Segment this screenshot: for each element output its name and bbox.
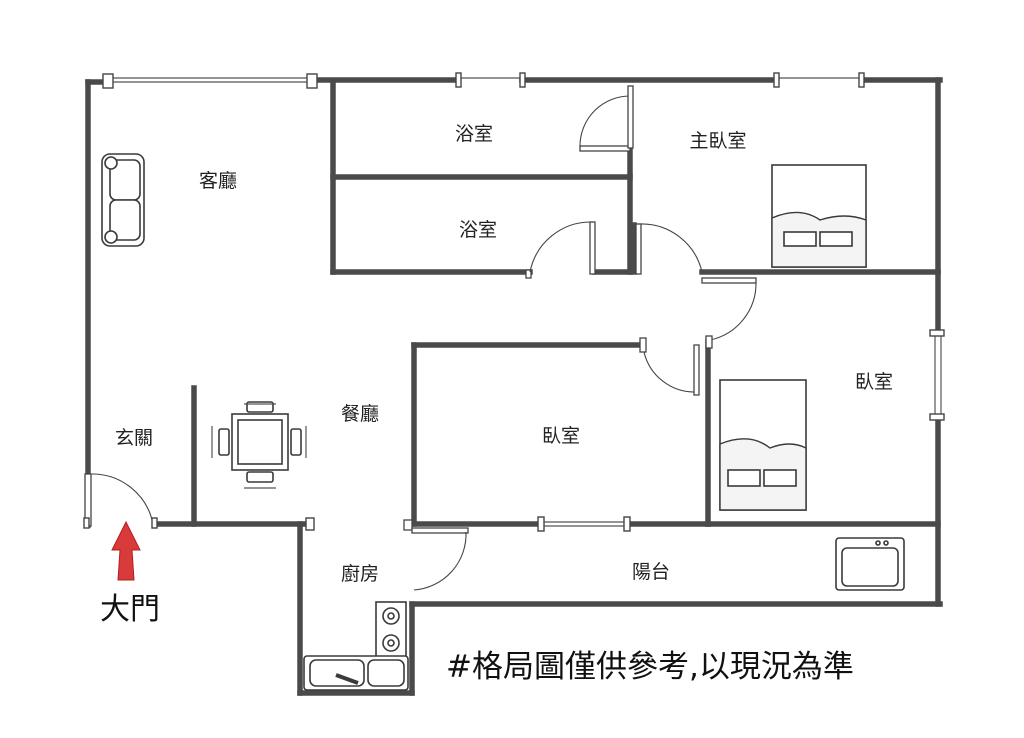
- door-leaf: [411, 527, 469, 534]
- door-leaf: [627, 85, 634, 149]
- window-post: [537, 516, 545, 532]
- door-swing-arc: [639, 223, 703, 273]
- sofa-icon: [101, 153, 145, 247]
- room-label-bedroom: 臥室: [855, 371, 893, 393]
- room-label-bedroom: 臥室: [542, 425, 580, 447]
- window-post: [623, 516, 631, 532]
- door-swing-arc: [579, 95, 631, 147]
- room-label-bathroom: 浴室: [455, 123, 493, 145]
- stove-icon: [375, 601, 407, 659]
- wall-post: [83, 517, 90, 529]
- bed-icon: [771, 164, 867, 268]
- window-post: [306, 73, 318, 89]
- door-leaf: [403, 519, 413, 531]
- window-post: [102, 73, 114, 89]
- window-post: [773, 72, 780, 88]
- door-leaf: [635, 223, 642, 275]
- window-post: [455, 72, 462, 88]
- kitchen-sink-icon: [303, 655, 409, 691]
- door-swing-arc: [709, 281, 757, 341]
- main-entrance-arrow-icon: [111, 520, 141, 581]
- door-leaf: [589, 221, 596, 275]
- door-swing-arc: [90, 473, 154, 525]
- main-door-label: 大門: [100, 592, 160, 627]
- bed-icon: [719, 379, 807, 511]
- door-leaf: [693, 344, 700, 396]
- door-swing-arc: [529, 221, 593, 273]
- room-label-bathroom: 浴室: [459, 219, 497, 241]
- door-leaf: [639, 337, 647, 353]
- windows: [102, 72, 945, 532]
- room-label-entrance: 玄關: [115, 427, 153, 449]
- window-post: [858, 72, 865, 88]
- room-label-master-bedroom: 主臥室: [689, 130, 746, 152]
- laundry-sink-icon: [835, 537, 905, 591]
- door-swing-arc: [413, 531, 467, 591]
- walls: [85, 77, 943, 696]
- room-label-kitchen: 廚房: [341, 562, 379, 585]
- wall-post: [305, 517, 315, 531]
- door-leaf: [525, 269, 532, 279]
- room-label-living: 客廳: [199, 170, 237, 192]
- room-label-dining: 餐廳: [341, 403, 379, 425]
- room-label-balcony: 陽台: [632, 561, 670, 583]
- door-leaf: [579, 145, 631, 152]
- door-swing-arc: [643, 351, 697, 393]
- disclaimer-note: #格局圖僅供參考,以現況為準: [446, 649, 854, 685]
- door-leaf: [701, 277, 757, 284]
- door-leaf: [705, 335, 713, 349]
- window-post: [929, 413, 945, 421]
- wall-post: [151, 517, 158, 529]
- dining-table-icon: [211, 401, 307, 489]
- window-post: [929, 329, 945, 337]
- doors: [83, 85, 757, 591]
- window-post: [519, 72, 526, 88]
